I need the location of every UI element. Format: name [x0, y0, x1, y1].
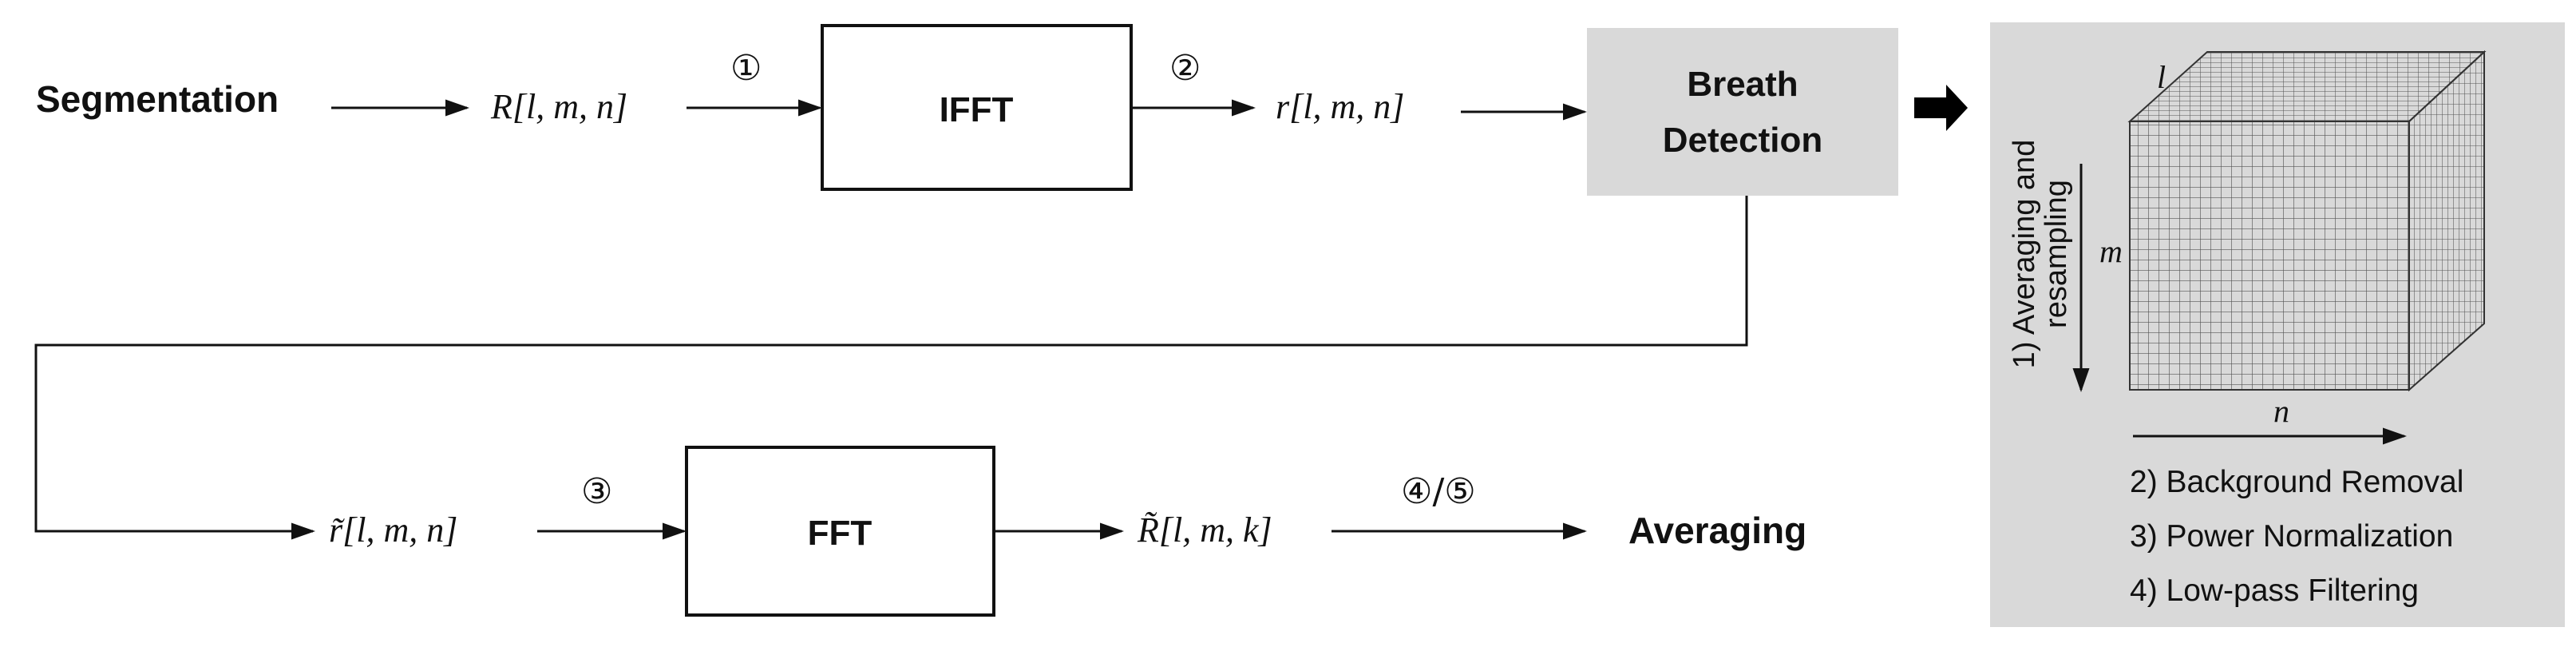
r-tilde-label: r̃[l, m, n]: [329, 510, 457, 550]
step-45-marker: ④/⑤: [1401, 471, 1476, 512]
step-2-marker: ②: [1169, 48, 1201, 89]
R-input-label: R[l, m, n]: [490, 87, 627, 126]
panel-step-1-line1: 1) Averaging and: [2008, 140, 2041, 369]
breath-detection-box: [1587, 28, 1898, 196]
axis-m-label: m: [2099, 233, 2123, 269]
panel-step-3: 3) Power Normalization: [2130, 519, 2453, 554]
R-tilde-label: R̃[l, m, k]: [1137, 510, 1272, 550]
connector-breath-to-r-tilde: [34, 196, 1748, 540]
panel-step-4: 4) Low-pass Filtering: [2130, 574, 2419, 608]
ifft-label: IFFT: [940, 90, 1014, 129]
ifft-box: [821, 24, 1133, 191]
step-1-marker: ①: [730, 48, 762, 89]
panel-step-2: 2) Background Removal: [2130, 465, 2463, 499]
panel-step-1-line2: resampling: [2040, 180, 2073, 328]
step-3-marker: ③: [581, 471, 612, 512]
cube-front-face: [2129, 121, 2410, 391]
breath-detection-label-line1: Breath: [1687, 65, 1798, 104]
step1-rotated-group: 1) Averaging and resampling: [2008, 140, 2073, 369]
segmentation-label: Segmentation: [36, 78, 279, 120]
fft-label: FFT: [808, 514, 873, 553]
breath-detection-label-line2: Detection: [1663, 121, 1822, 160]
averaging-label: Averaging: [1628, 510, 1806, 551]
axis-n-label: n: [2273, 393, 2289, 429]
panel-link-arrow: [1914, 85, 1968, 131]
r-time-label: r[l, m, n]: [1276, 87, 1404, 126]
axis-l-label: l: [2157, 59, 2166, 95]
